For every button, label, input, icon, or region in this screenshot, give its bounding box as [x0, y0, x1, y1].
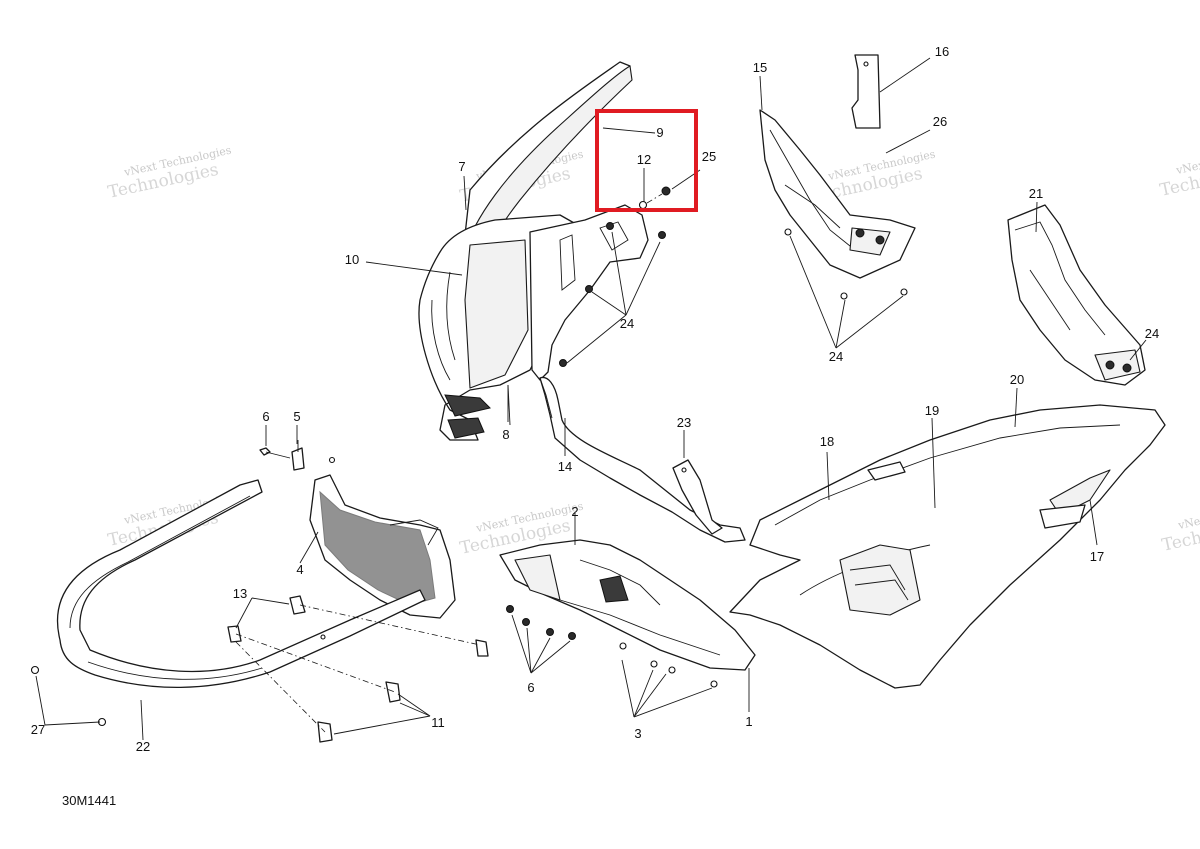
bracket [672, 459, 723, 535]
plate [851, 54, 881, 129]
fascia-vent [444, 394, 491, 417]
callout-1: 1 [745, 714, 752, 729]
nut-icon [606, 222, 614, 230]
callout-24: 24 [829, 349, 843, 364]
callout-24: 24 [1145, 326, 1159, 341]
support-tube [539, 376, 746, 543]
callout-16: 16 [935, 44, 949, 59]
nut-icon [661, 186, 671, 196]
part-14-support-tube [539, 376, 746, 543]
callout-15: 15 [753, 60, 767, 75]
screw-icon [668, 666, 676, 674]
lower-panel [499, 539, 756, 671]
part-2-lower-panel [499, 539, 756, 671]
callout-8: 8 [502, 427, 509, 442]
callout-13: 13 [233, 586, 247, 601]
side-panel [729, 404, 1166, 689]
callout-labels: 1 2 3 4 5 6 6 7 8 9 10 11 12 13 14 15 16… [31, 44, 1159, 754]
callout-19: 19 [925, 403, 939, 418]
callout-12: 12 [637, 152, 651, 167]
nut-icon [585, 285, 593, 293]
highlight-box [595, 109, 698, 212]
nut-icon [658, 231, 666, 239]
callout-25: 25 [702, 149, 716, 164]
callout-9: 9 [656, 125, 663, 140]
screw-icon [506, 605, 514, 613]
callout-3: 3 [634, 726, 641, 741]
leader-lines [35, 57, 1147, 741]
callout-27: 27 [31, 722, 45, 737]
callout-10: 10 [345, 252, 359, 267]
duct [1007, 204, 1146, 386]
fasteners-6 [506, 605, 576, 640]
callout-23: 23 [677, 415, 691, 430]
callout-2: 2 [571, 504, 578, 519]
nut-icon [559, 359, 567, 367]
washer-icon [638, 200, 648, 210]
screw-icon [619, 642, 627, 650]
callout-21: 21 [1029, 186, 1043, 201]
screw-icon [710, 680, 718, 688]
part-23-bracket [672, 459, 723, 535]
bushing [289, 595, 306, 615]
watermark: vNext Technologies Technologies [106, 144, 233, 203]
diagram-code: 30M1441 [62, 793, 116, 808]
bushing [227, 625, 242, 643]
screw-icon [840, 292, 848, 300]
hardware-dash-lines [235, 604, 481, 733]
clip [291, 447, 305, 471]
part-15-side-panel [759, 109, 916, 279]
watermark: vNext Technologies [1158, 157, 1200, 200]
screw-icon [522, 618, 530, 626]
callout-26: 26 [933, 114, 947, 129]
part-21-duct [1007, 204, 1146, 386]
fascia-vent-lower [447, 417, 485, 439]
part-4-grille [309, 456, 456, 619]
part-16-plate [851, 54, 881, 129]
hardware-13 [227, 595, 306, 643]
part-side-panel-main [729, 404, 1166, 689]
callout-6: 6 [527, 680, 534, 695]
screw-icon [650, 660, 658, 668]
fasteners-24-windshield [559, 222, 666, 367]
svg-text:vNext: vNext [1176, 512, 1200, 532]
callout-17: 17 [1090, 549, 1104, 564]
part-22-bumper [56, 479, 426, 689]
callout-22: 22 [136, 739, 150, 754]
screw-icon [546, 628, 554, 636]
hardware-11 [317, 639, 489, 743]
callout-11: 11 [431, 715, 445, 730]
callout-4: 4 [296, 562, 303, 577]
callout-6: 6 [262, 409, 269, 424]
side-panel-vent [839, 544, 921, 616]
part-6-screw-top [259, 447, 291, 459]
part-windshield-assembly [418, 61, 649, 441]
grille-mesh [319, 490, 436, 606]
callout-7: 7 [458, 159, 465, 174]
part-5-clip [291, 440, 305, 471]
fascia-inner-panel [464, 239, 529, 389]
screw-icon [568, 632, 576, 640]
screw-icon [784, 228, 792, 236]
nut-icon [30, 665, 40, 675]
watermark: vNext Technologies [1160, 512, 1200, 555]
svg-text:vNext: vNext [1174, 157, 1200, 177]
screw [259, 447, 271, 456]
callout-20: 20 [1010, 372, 1024, 387]
callout-5: 5 [293, 409, 300, 424]
fasteners-24-side [784, 228, 908, 300]
callout-18: 18 [820, 434, 834, 449]
screw-icon [900, 288, 908, 296]
callout-14: 14 [558, 459, 572, 474]
bumper-tube [56, 479, 426, 689]
callout-24: 24 [620, 316, 634, 331]
fasteners-3 [619, 642, 718, 688]
